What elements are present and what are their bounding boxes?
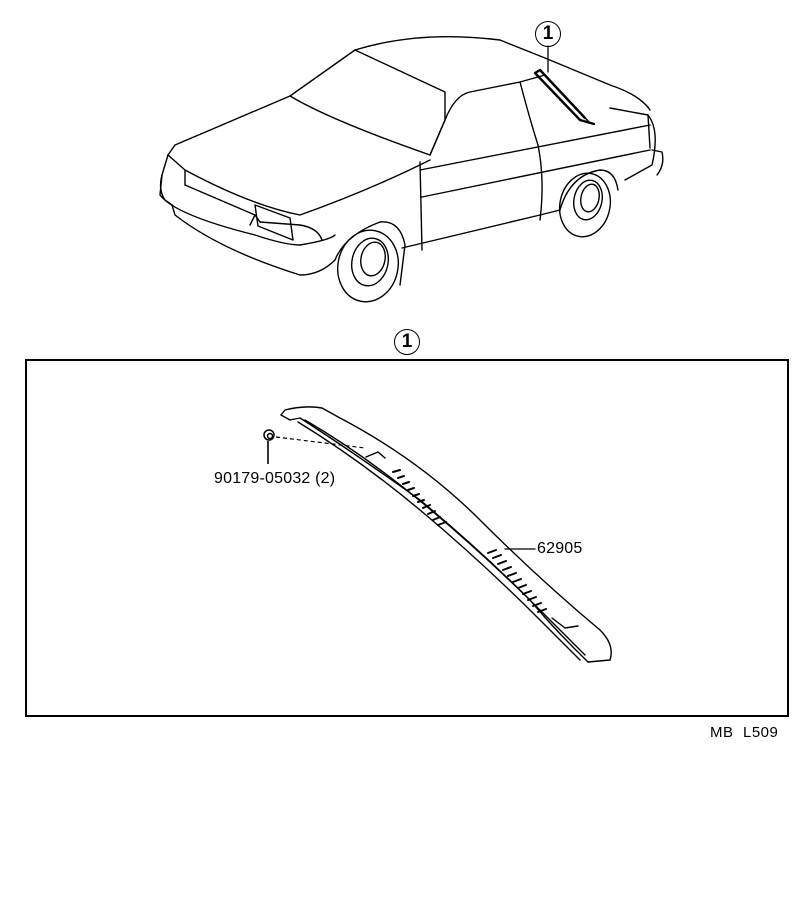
part-label-molding: 62905 xyxy=(537,540,583,557)
clip-part-illustration xyxy=(263,429,366,464)
detail-frame xyxy=(25,359,789,717)
reference-code-right: L509 xyxy=(743,724,779,741)
vehicle-callout-number: 1 xyxy=(542,23,554,44)
molding-part-illustration xyxy=(280,406,612,663)
car-illustration xyxy=(159,35,664,303)
part-label-clip: 90179-05032 (2) xyxy=(214,470,336,487)
vehicle-callout-marker: 1 xyxy=(535,21,561,47)
detail-callout-number: 1 xyxy=(401,331,413,352)
reference-code-left: MB xyxy=(710,724,734,741)
detail-callout-marker: 1 xyxy=(394,329,420,355)
